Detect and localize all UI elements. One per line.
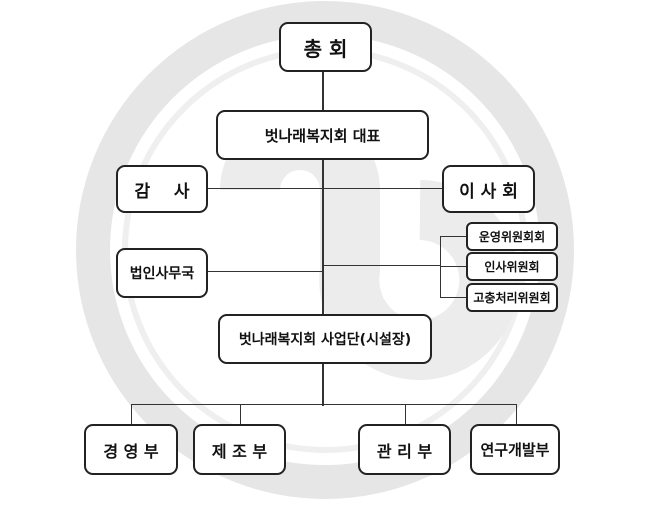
node-audit: 감 사 [116, 165, 208, 213]
node-rnd-dept: 연구개발부 [470, 424, 560, 475]
node-board: 이 사 회 [442, 165, 535, 213]
node-manufacturing-dept: 제 조 부 [193, 424, 286, 475]
connector [440, 236, 466, 237]
node-operations-committee: 운영위원회회 [466, 222, 558, 251]
connector [440, 266, 466, 267]
node-administration-dept: 관 리 부 [358, 424, 451, 475]
node-general-assembly: 총 회 [279, 22, 372, 72]
connector [440, 297, 466, 298]
connector [240, 404, 241, 424]
connector-committees [323, 265, 440, 266]
connector-depts [131, 404, 517, 405]
connector [131, 404, 132, 424]
node-grievance-committee: 고충처리위원회 [466, 283, 558, 312]
connector [516, 404, 517, 424]
node-management-dept: 경 영 부 [84, 424, 178, 475]
node-personnel-committee: 인사위원회 [466, 252, 558, 281]
node-business-unit: 벗나래복지회 사업단(시설장) [218, 314, 432, 364]
node-representative: 벗나래복지회 대표 [216, 110, 429, 160]
connector-main [322, 72, 324, 406]
connector [405, 404, 406, 424]
node-corporate-office: 법인사무국 [116, 248, 208, 298]
connector-office [208, 271, 323, 272]
connector-audit-board [208, 188, 442, 189]
